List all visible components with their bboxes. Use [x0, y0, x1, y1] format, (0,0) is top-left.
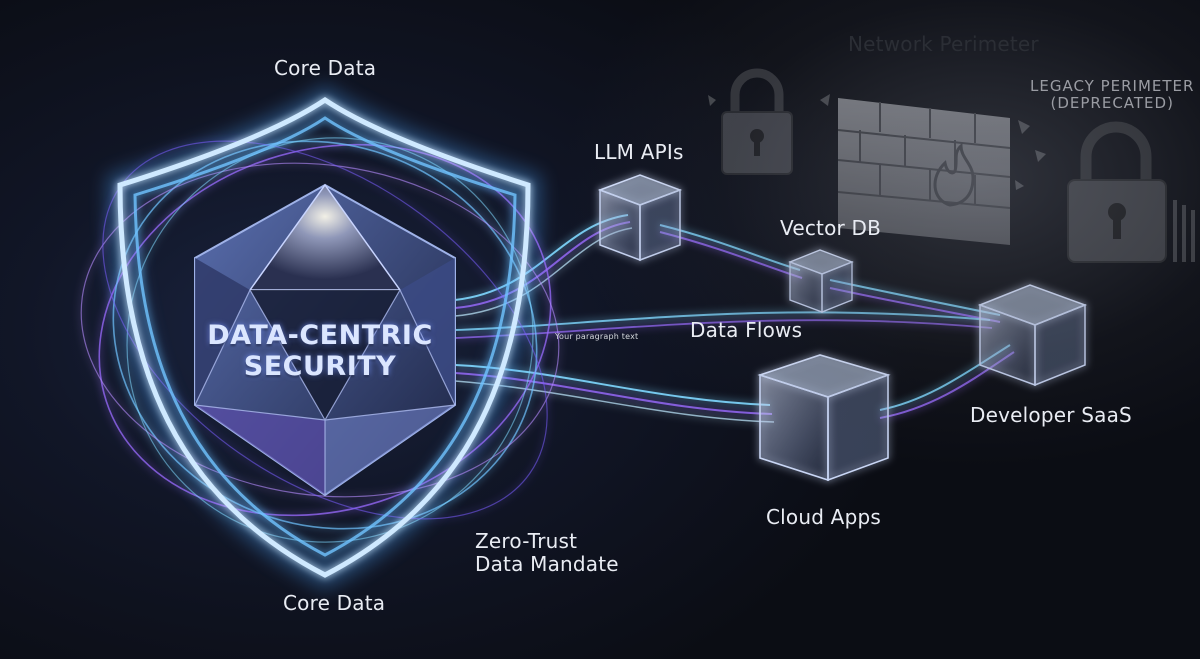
flow-llm-to-vector	[659, 224, 801, 271]
data-gem	[194, 183, 456, 497]
vector-db-cube	[788, 249, 854, 313]
energy-swirls	[80, 137, 560, 543]
flow-vector-to-saas	[829, 279, 1001, 316]
debris-shards	[708, 94, 1046, 190]
label-paragraph-placeholder: Your paragraph text	[555, 332, 639, 341]
legacy-line2: (DEPRECATED)	[1050, 94, 1174, 112]
core-title-line1: DATA-CENTRIC	[207, 320, 433, 351]
zero-trust-line2: Data Mandate	[475, 552, 619, 576]
label-core-data-bottom: Core Data	[283, 591, 386, 615]
label-vector-db: Vector DB	[780, 216, 882, 240]
developer-saas-cube	[977, 284, 1088, 387]
core-title: DATA-CENTRIC SECURITY	[180, 320, 460, 382]
core-title-line2: SECURITY	[243, 351, 397, 382]
label-core-data-top: Core Data	[274, 56, 377, 80]
padlock-right-icon	[1067, 121, 1195, 263]
label-zero-trust: Zero-Trust Data Mandate	[475, 530, 619, 576]
label-llm-apis: LLM APIs	[594, 140, 684, 164]
firewall-icon	[837, 98, 1011, 245]
zero-trust-line1: Zero-Trust	[475, 529, 578, 553]
label-legacy-perimeter: LEGACY PERIMETER (DEPRECATED)	[1030, 78, 1194, 112]
legacy-line1: LEGACY PERIMETER	[1030, 77, 1195, 95]
label-network-perimeter: Network Perimeter	[848, 32, 1039, 56]
label-cloud-apps: Cloud Apps	[766, 505, 881, 529]
label-data-flows: Data Flows	[690, 318, 803, 342]
shield-icon	[117, 96, 531, 578]
llm-apis-cube	[597, 174, 683, 262]
label-developer-saas: Developer SaaS	[970, 403, 1132, 427]
cloud-apps-cube	[757, 354, 891, 482]
padlock-left-icon	[721, 68, 793, 175]
